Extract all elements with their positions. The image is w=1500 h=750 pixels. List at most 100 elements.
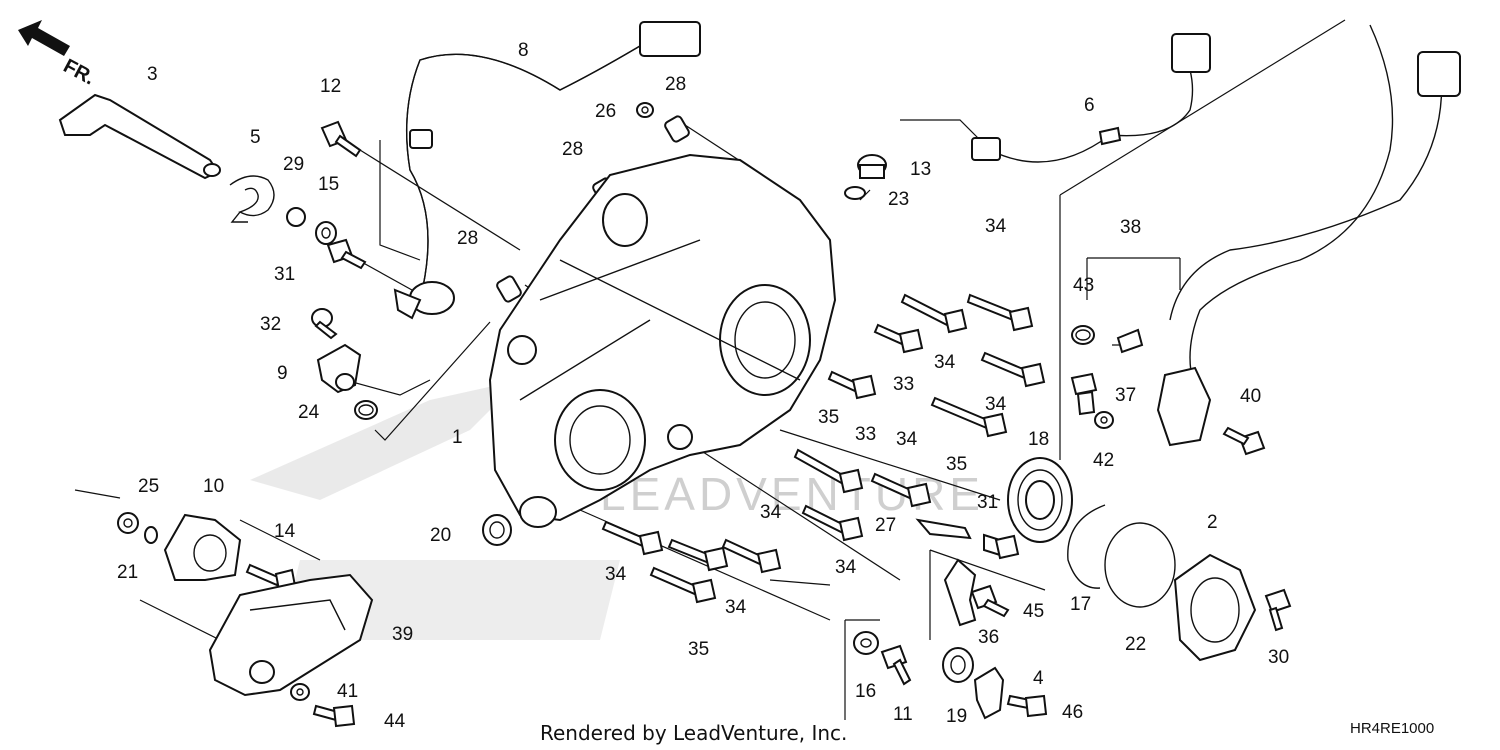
callout-22: 22 [1125,634,1146,655]
part-11-bolt [880,644,912,686]
part-29-circlip [286,207,306,227]
callout-34: 34 [605,564,627,585]
part-32-bolt [311,308,338,340]
part-2-cover [1173,553,1257,662]
callout-12: 12 [320,76,341,97]
callout-26: 26 [595,101,616,122]
part-31-bolt [983,533,1020,560]
callout-28: 28 [562,139,583,160]
part-9-sensor [316,343,362,394]
part-8-harness [393,21,701,320]
callout-20: 20 [430,525,451,546]
part-25-o-ring [144,526,158,544]
callout-33: 33 [893,374,914,395]
callout-4: 4 [1033,668,1044,689]
callout-32: 32 [260,314,281,335]
part-23-o-ring [844,186,866,200]
callout-35: 35 [688,639,709,660]
front-direction-arrow [18,20,70,56]
part-34-bolt [980,351,1046,388]
footer-credit: Rendered by LeadVenture, Inc. [540,721,847,745]
callout-21: 21 [117,562,138,583]
callout-29: 29 [283,154,304,175]
part-1-crankcase-cover [488,153,837,528]
part-4-stay [973,666,1005,720]
part-35-bolt [793,448,864,494]
callout-45: 45 [1023,601,1044,622]
part-16-washer [853,631,879,655]
part-34-bolt [721,538,782,574]
callout-43: 43 [1073,275,1094,296]
part-18-bearing [1007,457,1073,543]
callout-11: 11 [893,704,913,725]
part-45-bolt [970,584,1010,618]
callout-34: 34 [985,394,1007,415]
callout-28: 28 [457,228,478,249]
part-27-clip [915,518,972,540]
part-30-bolt [1264,588,1292,632]
callout-34: 34 [934,352,956,373]
part-35-bolt [649,566,717,604]
part-17-circlip [1067,504,1106,589]
callout-30: 30 [1268,647,1289,668]
callout-19: 19 [946,706,967,727]
callout-16: 16 [855,681,876,702]
callout-10: 10 [203,476,224,497]
part-44-bolt [312,704,356,728]
bolt-group [601,293,1046,604]
callout-3: 3 [147,64,158,85]
callout-6: 6 [1084,95,1095,116]
callout-37: 37 [1115,385,1136,406]
callout-labels: 3 5 29 15 12 8 28 26 28 28 31 32 9 24 1 … [117,40,1289,732]
part-46-bolt [1006,694,1048,718]
part-28-dowel [664,115,690,143]
part-6-harness [971,33,1211,163]
part-36-stay [943,558,977,627]
callout-35: 35 [946,454,967,475]
callout-18: 18 [1028,429,1049,450]
part-33-bolt [827,370,877,400]
part-35-bolt [930,396,1008,438]
callout-17: 17 [1070,594,1091,615]
part-10-sensor [163,513,242,581]
diagram-code: HR4RE1000 [1350,720,1434,737]
callout-33: 33 [855,424,876,445]
part-37-sensor [1070,372,1098,416]
callout-34: 34 [725,597,747,618]
part-20-seal [482,514,512,546]
callout-28: 28 [665,74,686,95]
part-39-guard [208,573,374,697]
part-24-o-ring [354,400,378,420]
part-28-dowel [496,275,522,303]
callout-41: 41 [337,681,358,702]
callout-35: 35 [818,407,839,428]
part-31-bolt [326,238,367,270]
part-34-bolt [801,504,864,542]
callout-34: 34 [760,502,782,523]
part-5-spring [229,175,275,223]
part-34-bolt [667,538,729,572]
callout-24: 24 [298,402,320,423]
part-26-washer [636,102,654,118]
part-41-washer [290,683,310,701]
part-34-bolt [966,293,1034,332]
part-3-shift-shaft [58,93,221,180]
callout-31: 31 [977,492,998,513]
part-34-bolt [601,520,664,556]
callout-36: 36 [978,627,999,648]
part-40-bolt [1222,426,1266,456]
callout-42: 42 [1093,450,1114,471]
callout-40: 40 [1240,386,1261,407]
callout-8: 8 [518,40,529,61]
callout-34: 34 [896,429,918,450]
callout-39: 39 [392,624,413,645]
callout-34: 34 [835,557,857,578]
part-43-o-ring [1071,325,1095,345]
front-direction-label: FR. [60,55,99,90]
part-13-plug [857,154,887,179]
part-38-harness [1116,24,1461,447]
callout-38: 38 [1120,217,1141,238]
callout-25: 25 [138,476,159,497]
